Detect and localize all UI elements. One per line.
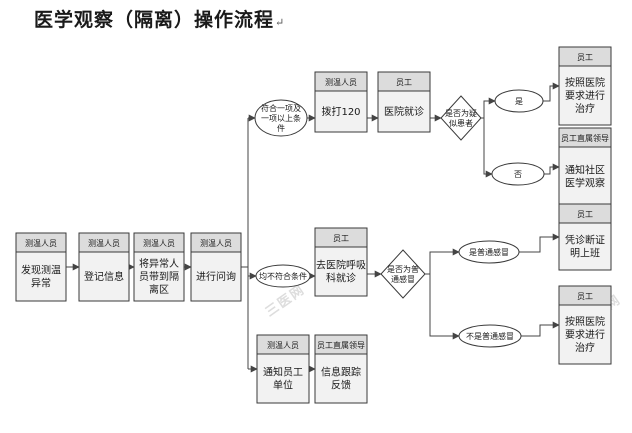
- decision-suspected-label: 是否为疑似患者: [445, 108, 477, 128]
- node-role: 测温人员: [325, 78, 357, 87]
- condition-not-meets-label: 均不符合条件: [259, 271, 307, 281]
- answer-yes-label: 是: [515, 97, 523, 106]
- node-action: 去医院呼吸科就诊: [316, 259, 366, 285]
- arrow-not-cold-treat: [521, 321, 560, 337]
- node-header: [558, 285, 612, 306]
- arrow-yes-treat: [543, 82, 560, 102]
- answer-not-cold: 不是普通感冒: [458, 324, 522, 348]
- condition-meets-label: 符合一项及一项以上条件: [261, 103, 301, 133]
- arrow-suspected-no: [483, 118, 493, 178]
- node-header: [377, 71, 431, 92]
- node-role: 员工: [577, 53, 593, 62]
- answer-is-cold-label: 是普通感冒: [469, 247, 509, 257]
- node-action: 医院就诊: [384, 105, 424, 118]
- shapes: 测温人员发现测温异常测温人员登记信息测温人员将异常人员带到隔离区测温人员进行问询…: [15, 46, 612, 404]
- answer-no-label: 否: [514, 170, 522, 179]
- node-action: 登记信息: [84, 270, 124, 283]
- answer-not-cold-label: 不是普通感冒: [466, 331, 514, 341]
- node-header: [314, 71, 368, 92]
- decision-common-cold: 是否为普通感冒: [380, 249, 426, 299]
- condition-meets: 符合一项及一项以上条件: [254, 99, 308, 137]
- node-role: 员工: [396, 78, 412, 87]
- arrow-is-cold-certificate: [519, 233, 560, 253]
- paragraph-mark-icon: ↵: [275, 16, 286, 29]
- node-role: 员工: [577, 210, 593, 219]
- node-role: 测温人员: [200, 239, 232, 248]
- node-action: 拨打120: [321, 105, 360, 118]
- node-role: 员工直属领导: [317, 340, 365, 350]
- node-role: 员工: [577, 292, 593, 301]
- node-action: 信息跟踪反馈: [321, 366, 361, 392]
- node-action: 按照医院要求进行治疗: [565, 315, 605, 354]
- node-header: [314, 227, 368, 248]
- decision-suspected: 是否为疑似患者: [440, 95, 482, 141]
- node-action: 进行问询: [196, 270, 236, 283]
- arrow-decision-is-cold: [425, 248, 460, 275]
- answer-no: 否: [491, 162, 545, 186]
- node-role: 测温人员: [25, 239, 57, 248]
- arrow-decision-not-cold: [429, 274, 460, 340]
- node-action: 通知社区医学观察: [565, 164, 605, 190]
- node-action: 发现测温异常: [21, 264, 61, 290]
- node-role: 测温人员: [88, 239, 120, 248]
- node-action: 凭诊断证明上班: [565, 234, 605, 260]
- node-header: [314, 334, 368, 355]
- node-action: 将异常人员带到隔离区: [139, 257, 179, 296]
- node-action: 通知员工单位: [263, 366, 303, 392]
- answer-is-cold: 是普通感冒: [458, 240, 520, 264]
- node-role: 测温人员: [267, 341, 299, 350]
- condition-not-meets: 均不符合条件: [255, 264, 311, 288]
- node-action: 按照医院要求进行治疗: [565, 76, 605, 115]
- decision-common-cold-label: 是否为普通感冒: [387, 264, 419, 284]
- node-header: [256, 334, 310, 355]
- node-header: [558, 127, 612, 148]
- node-role: 测温人员: [143, 239, 175, 248]
- arrow-no-community: [544, 163, 560, 175]
- node-header: [15, 232, 67, 253]
- node-role: 员工直属领导: [561, 133, 609, 143]
- node-header: [133, 232, 185, 253]
- arrow-suspected-yes: [481, 97, 496, 119]
- connectors: [66, 82, 560, 373]
- page-title: 医学观察（隔离）操作流程↵: [34, 5, 285, 32]
- answer-yes: 是: [494, 89, 544, 113]
- node-header: [558, 46, 612, 67]
- node-role: 员工: [333, 234, 349, 243]
- node-header: [78, 232, 130, 253]
- node-header: [190, 232, 242, 253]
- page-title-text: 医学观察（隔离）操作流程: [34, 9, 275, 31]
- node-header: [558, 203, 612, 224]
